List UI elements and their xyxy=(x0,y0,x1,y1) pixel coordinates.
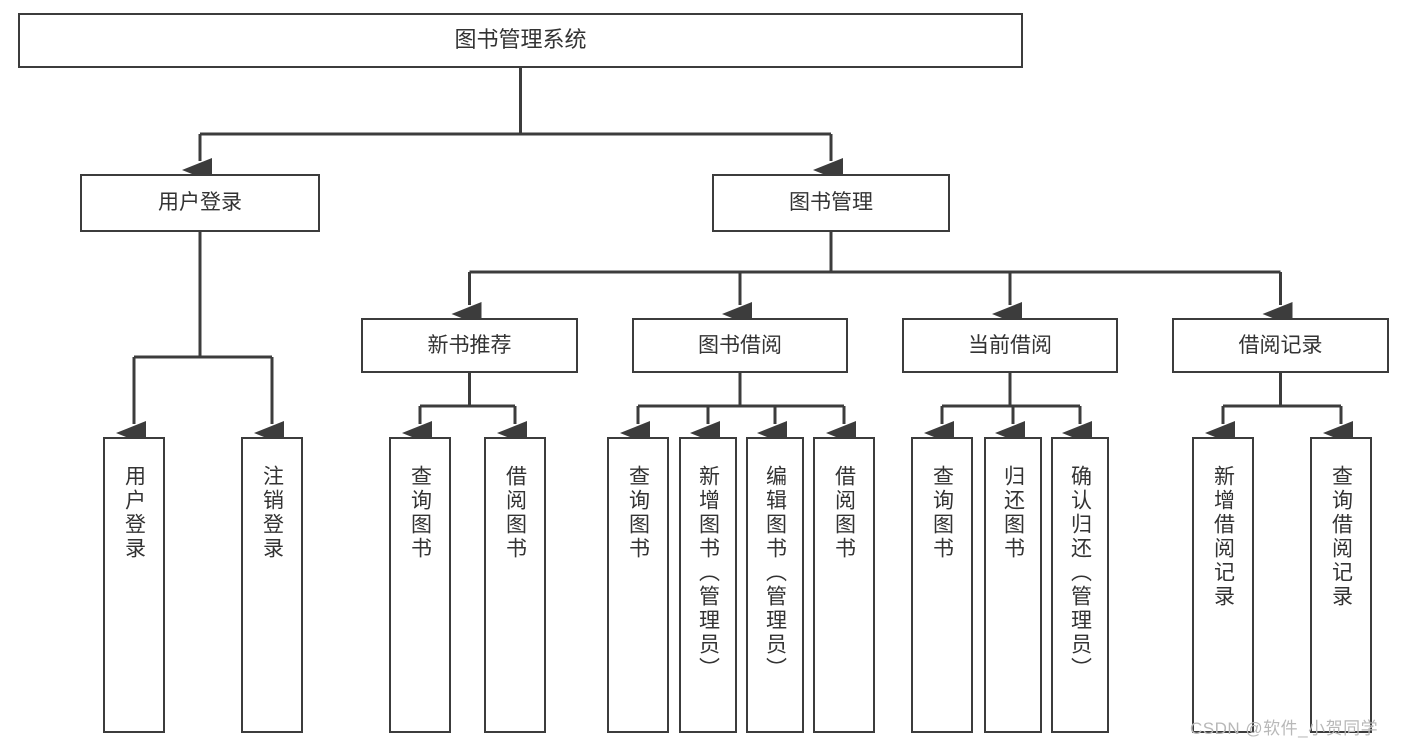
node-leaf-user-login-label: 用户登录 xyxy=(122,465,146,561)
node-leaf-query-book-1-label: 查询图书 xyxy=(408,465,432,561)
connectors-group xyxy=(116,68,1353,445)
node-current-borrow-label: 当前借阅 xyxy=(968,333,1052,357)
node-leaf-query-record-label: 查询借阅记录 xyxy=(1329,465,1353,609)
node-root-label: 图书管理系统 xyxy=(454,27,587,53)
node-user-login[interactable]: 用户登录 xyxy=(80,174,320,232)
node-leaf-confirm-return-label: 确认归还（管理员） xyxy=(1068,465,1092,681)
node-borrow-record[interactable]: 借阅记录 xyxy=(1172,318,1389,373)
node-leaf-logout[interactable]: 注销登录 xyxy=(241,437,303,733)
node-new-book-recommend-label: 新书推荐 xyxy=(427,333,512,357)
node-book-management[interactable]: 图书管理 xyxy=(712,174,950,232)
node-leaf-query-record[interactable]: 查询借阅记录 xyxy=(1310,437,1372,733)
node-leaf-logout-label: 注销登录 xyxy=(260,465,284,561)
node-current-borrow[interactable]: 当前借阅 xyxy=(902,318,1118,373)
node-borrow-record-label: 借阅记录 xyxy=(1238,333,1323,357)
node-book-management-label: 图书管理 xyxy=(789,191,873,215)
node-leaf-add-record[interactable]: 新增借阅记录 xyxy=(1192,437,1254,733)
node-leaf-query-book-3[interactable]: 查询图书 xyxy=(911,437,973,733)
node-leaf-add-book[interactable]: 新增图书（管理员） xyxy=(679,437,737,733)
node-leaf-borrow-book-1-label: 借阅图书 xyxy=(503,465,527,561)
node-leaf-return-book[interactable]: 归还图书 xyxy=(984,437,1042,733)
node-leaf-query-book-3-label: 查询图书 xyxy=(930,465,954,561)
node-leaf-edit-book-label: 编辑图书（管理员） xyxy=(763,465,787,681)
node-leaf-query-book-1[interactable]: 查询图书 xyxy=(389,437,451,733)
node-leaf-borrow-book-2-label: 借阅图书 xyxy=(832,465,856,561)
node-leaf-edit-book[interactable]: 编辑图书（管理员） xyxy=(746,437,804,733)
node-leaf-add-book-label: 新增图书（管理员） xyxy=(696,465,720,681)
node-leaf-query-book-2[interactable]: 查询图书 xyxy=(607,437,669,733)
node-root[interactable]: 图书管理系统 xyxy=(18,13,1023,68)
node-book-borrow[interactable]: 图书借阅 xyxy=(632,318,848,373)
node-leaf-borrow-book-2[interactable]: 借阅图书 xyxy=(813,437,875,733)
node-book-borrow-label: 图书借阅 xyxy=(698,333,782,357)
node-leaf-return-book-label: 归还图书 xyxy=(1001,465,1025,561)
node-user-login-label: 用户登录 xyxy=(158,191,242,215)
watermark-csdn: CSDN @软件_小贺同学 xyxy=(1190,719,1379,738)
node-leaf-add-record-label: 新增借阅记录 xyxy=(1211,465,1235,609)
node-leaf-query-book-2-label: 查询图书 xyxy=(626,465,650,561)
node-new-book-recommend[interactable]: 新书推荐 xyxy=(361,318,578,373)
node-leaf-borrow-book-1[interactable]: 借阅图书 xyxy=(484,437,546,733)
node-leaf-user-login[interactable]: 用户登录 xyxy=(103,437,165,733)
node-leaf-confirm-return[interactable]: 确认归还（管理员） xyxy=(1051,437,1109,733)
